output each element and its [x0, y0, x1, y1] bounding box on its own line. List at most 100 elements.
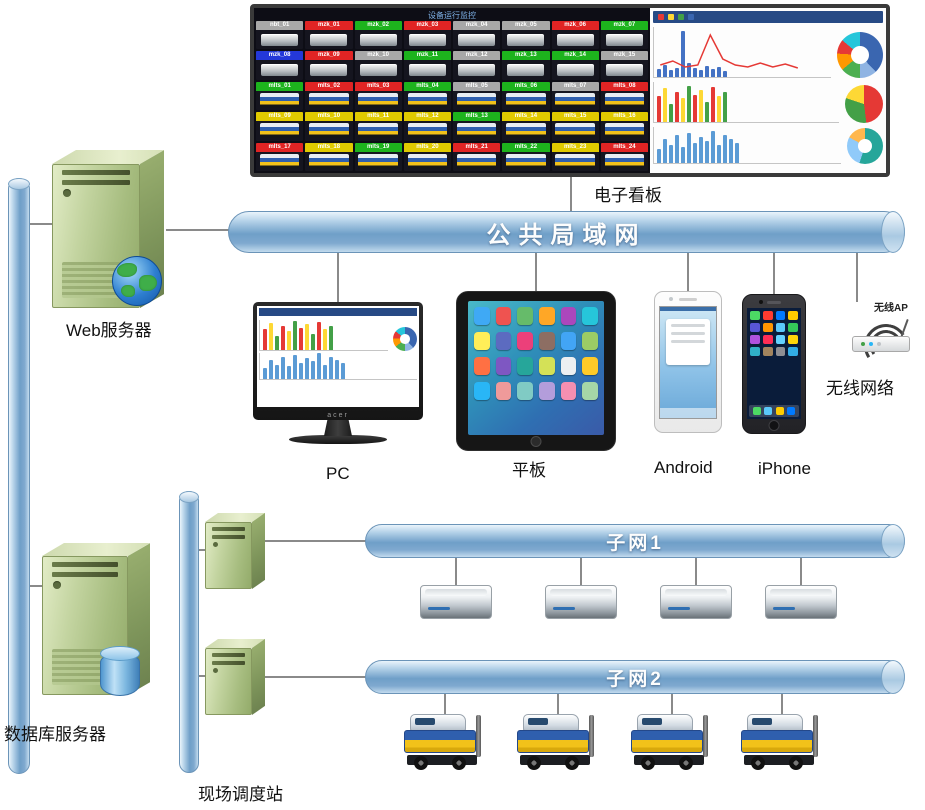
agv-vehicle	[517, 714, 599, 770]
device-thumbnail	[502, 152, 549, 171]
device-thumbnail	[601, 60, 648, 79]
device-thumbnail	[552, 30, 599, 49]
kanban-device-cell: mlts_06	[502, 81, 550, 111]
app-icon	[539, 307, 555, 325]
chart-bar	[711, 69, 715, 77]
chart-bar	[669, 70, 673, 77]
dock-app-icon	[764, 407, 773, 415]
kanban-device-cell: mlts_14	[502, 112, 550, 141]
chart-bar	[323, 364, 327, 379]
chart-bar	[675, 92, 679, 122]
connector-line	[28, 585, 44, 587]
app-icon	[560, 307, 577, 325]
device-name-tag: mlts_13	[453, 112, 501, 122]
app-icon	[474, 332, 490, 350]
kanban-device-cell: mlts_09	[256, 112, 304, 141]
chart-bar	[305, 358, 309, 379]
iphone-screen	[747, 308, 801, 419]
agv-vehicle	[631, 714, 713, 770]
android-label: Android	[654, 458, 713, 477]
flat-device-image	[408, 64, 446, 77]
chart-bar	[687, 133, 691, 163]
agv-device-image	[309, 92, 349, 108]
connector-line	[773, 250, 775, 295]
chart-bar	[657, 69, 661, 77]
kanban-device-cell: mzk_06	[551, 21, 599, 50]
subnet1-controller	[545, 585, 617, 619]
kanban-device-cell: mlts_04	[403, 81, 451, 111]
chart-bar	[657, 149, 661, 163]
drive-slot	[62, 170, 130, 175]
chart-bar	[663, 88, 667, 122]
drive-slot	[212, 653, 245, 657]
device-thumbnail	[404, 30, 451, 49]
legend-dot	[678, 14, 684, 20]
kanban-device-cell: mlts_21	[453, 142, 501, 171]
pc-bar-chart	[259, 320, 388, 351]
connector-line	[580, 556, 582, 586]
flat-device-image	[261, 64, 299, 77]
web-server-tower	[52, 150, 164, 308]
flat-device-image	[458, 64, 496, 77]
chart-bar	[305, 324, 309, 350]
chart-bar	[311, 361, 315, 379]
connector-line	[166, 229, 230, 231]
device-name-tag: nbt_01	[256, 21, 304, 30]
app-icon	[750, 347, 760, 356]
device-name-tag: mlts_04	[403, 81, 451, 91]
chart-bar	[663, 139, 667, 163]
server-top-face	[205, 639, 265, 648]
device-thumbnail	[256, 30, 303, 49]
flat-device-image	[310, 64, 348, 77]
chart-bar	[299, 363, 303, 379]
subnet1-pipe: 子网1	[365, 524, 905, 558]
database-server-label: 数据库服务器	[4, 725, 106, 744]
kanban-device-cell: mlts_03	[354, 81, 402, 111]
app-icon	[762, 323, 773, 332]
chart-bar	[681, 147, 685, 163]
device-name-tag: mzk_05	[502, 21, 550, 30]
device-name-tag: mzk_01	[305, 21, 353, 30]
chart-bar	[693, 95, 697, 122]
kanban-device-cell: nbt_01	[256, 21, 304, 50]
legend-dot	[658, 14, 664, 20]
drive-slot	[62, 180, 130, 185]
device-name-tag: mlts_09	[256, 112, 304, 122]
subnet2-pipe: 子网2	[365, 660, 905, 694]
chart-bar	[681, 31, 685, 77]
device-thumbnail	[256, 121, 303, 140]
flat-device-image	[261, 33, 299, 46]
device-name-tag: mlts_24	[600, 142, 648, 152]
kanban-device-cell: mlts_22	[502, 142, 550, 171]
chart-bar	[717, 67, 721, 77]
kanban-label: 电子看板	[594, 186, 662, 205]
flat-device-image	[507, 64, 545, 77]
device-thumbnail	[256, 152, 303, 171]
drive-slot	[52, 562, 118, 567]
chart-bar	[729, 139, 733, 163]
kanban-device-cell: mlts_13	[453, 112, 501, 141]
chart-bar	[699, 137, 703, 163]
flat-device-image	[458, 33, 496, 46]
app-icon	[775, 311, 786, 320]
kanban-device-cell: mlts_20	[403, 142, 451, 171]
server-top-face	[205, 513, 265, 522]
chart-bar	[317, 322, 321, 350]
chart-bar	[717, 145, 721, 163]
app-icon	[517, 307, 533, 325]
pc-donut-chart	[393, 327, 417, 351]
server-side-face	[252, 638, 265, 715]
app-icon	[517, 332, 533, 350]
device-name-tag: mlts_12	[403, 112, 451, 122]
kanban-device-cell: mlts_17	[256, 142, 304, 171]
device-name-tag: mzk_06	[551, 21, 599, 30]
kanban-device-cell: mzk_05	[502, 21, 550, 50]
kanban-device-cell: mlts_08	[600, 81, 648, 111]
device-thumbnail	[601, 121, 648, 140]
phone-camera	[669, 297, 673, 301]
monitor-brand-text: acer	[327, 412, 349, 419]
app-icon	[762, 347, 773, 356]
device-thumbnail	[256, 91, 303, 110]
connector-line	[856, 250, 858, 302]
